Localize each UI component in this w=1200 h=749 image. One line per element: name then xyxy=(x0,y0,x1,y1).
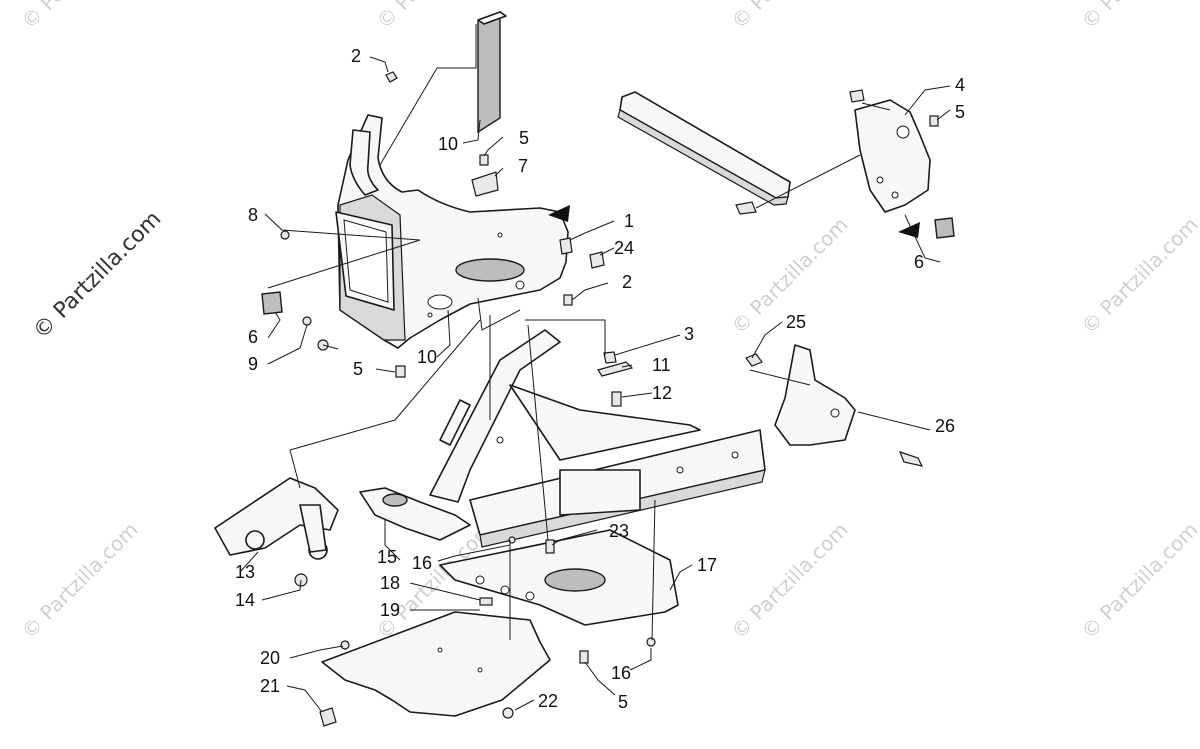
nose-oval-recess xyxy=(455,258,525,282)
callout-17: 17 xyxy=(697,555,717,575)
callout-7: 7 xyxy=(518,156,528,176)
callout-1: 1 xyxy=(624,211,634,231)
callout-5: 5 xyxy=(618,692,628,712)
bolt-5-right xyxy=(929,115,939,127)
bracket-7 xyxy=(471,171,499,197)
bumper-6-left xyxy=(261,291,283,315)
small-hardware xyxy=(261,71,955,727)
clip-24 xyxy=(589,251,605,269)
callout-2: 2 xyxy=(622,272,632,292)
bolt-2-right xyxy=(563,294,573,306)
callout-5: 5 xyxy=(353,359,363,379)
lower-skid-panel xyxy=(321,611,551,717)
callout-16: 16 xyxy=(611,663,631,683)
bolt-1 xyxy=(559,237,573,255)
watermark-tile: © Partzilla.com xyxy=(1077,212,1200,338)
left-skid-bracket xyxy=(359,487,471,541)
rivet-21 xyxy=(319,707,337,727)
arrow-marker-left xyxy=(548,205,570,222)
watermark-tile: © Partzilla.com xyxy=(1077,517,1200,643)
leader-lines xyxy=(239,24,951,713)
callout-16: 16 xyxy=(412,553,432,573)
callout-labels: 2 10 5 7 8 1 24 2 6 9 5 10 3 11 12 4 5 6… xyxy=(235,46,965,712)
callout-14: 14 xyxy=(235,590,255,610)
bolt-frame-end xyxy=(735,201,757,215)
bolt-26 xyxy=(898,451,924,467)
bolt-12 xyxy=(611,391,622,407)
callout-19: 19 xyxy=(380,600,400,620)
callout-23: 23 xyxy=(609,521,629,541)
steering-arm-bracket xyxy=(214,477,339,560)
callout-6: 6 xyxy=(914,252,924,272)
mount-bracket-upper xyxy=(854,99,931,213)
callout-2: 2 xyxy=(351,46,361,66)
frame-member xyxy=(617,91,791,206)
watermark-tile: © Partzilla.com xyxy=(17,0,143,34)
watermark-main: © Partzilla.com xyxy=(29,207,167,345)
callout-13: 13 xyxy=(235,562,255,582)
rivet-16-right xyxy=(646,637,656,647)
pin-9 xyxy=(302,316,312,326)
watermark-tile: © Partzilla.com xyxy=(727,517,853,643)
bolt-5-top xyxy=(479,154,489,166)
callout-5: 5 xyxy=(955,102,965,122)
watermark-tile: © Partzilla.com xyxy=(1077,0,1200,34)
bolt-3 xyxy=(603,351,617,364)
foam-pad-part xyxy=(477,11,507,134)
callout-20: 20 xyxy=(260,648,280,668)
bolt-4-top xyxy=(849,89,865,103)
callout-21: 21 xyxy=(260,676,280,696)
nut-22 xyxy=(502,707,514,719)
callout-8: 8 xyxy=(248,205,258,225)
skid-plate xyxy=(439,529,679,626)
callout-18: 18 xyxy=(380,573,400,593)
watermark-tile: © Partzilla.com xyxy=(17,517,143,643)
callout-11: 11 xyxy=(652,355,671,375)
bolt-5-lower xyxy=(395,365,406,378)
nut-25 xyxy=(745,353,763,367)
arrow-marker-right xyxy=(898,222,920,238)
callout-5: 5 xyxy=(519,128,529,148)
bolt-2-top xyxy=(385,71,398,83)
callout-22: 22 xyxy=(538,691,558,711)
callout-6: 6 xyxy=(248,327,258,347)
callout-12: 12 xyxy=(652,383,672,403)
callout-24: 24 xyxy=(614,238,634,258)
side-plate-bracket xyxy=(774,344,856,446)
pin-8 xyxy=(280,230,290,240)
callout-26: 26 xyxy=(935,416,955,436)
callout-15: 15 xyxy=(377,547,397,567)
rivet-20 xyxy=(340,640,350,650)
main-front-frame xyxy=(429,329,766,548)
bumper-6-right xyxy=(934,217,955,239)
bolt-5-bottom xyxy=(579,650,589,664)
front-nose-housing xyxy=(335,114,569,349)
plate-11 xyxy=(597,361,634,377)
clip-18 xyxy=(479,597,493,606)
callout-9: 9 xyxy=(248,354,258,374)
watermark-tile: © Partzilla.com xyxy=(727,0,853,34)
callout-4: 4 xyxy=(955,75,965,95)
bolt-23 xyxy=(545,539,555,554)
callout-25: 25 xyxy=(786,312,806,332)
callout-3: 3 xyxy=(684,324,694,344)
callout-10: 10 xyxy=(438,134,458,154)
callout-10: 10 xyxy=(417,347,437,367)
